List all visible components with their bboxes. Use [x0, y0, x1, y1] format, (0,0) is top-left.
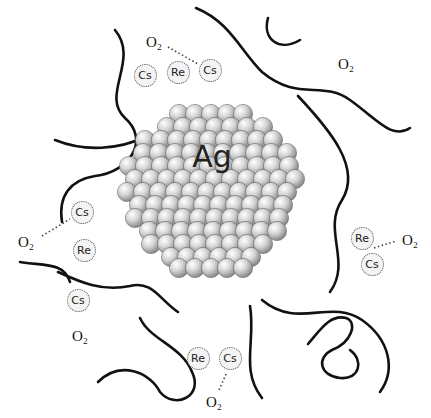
dotted-bond [219, 372, 227, 390]
silver-atom [233, 258, 252, 277]
atom-symbol: Re [171, 67, 185, 78]
polymer-chain [58, 272, 178, 312]
promoter-atom: Re [73, 239, 96, 262]
atom-symbol: Cs [203, 65, 216, 76]
dotted-bond [42, 219, 70, 236]
oxygen-label: O₂ [72, 329, 88, 344]
promoter-atom: Cs [71, 201, 94, 224]
polymer-chains [20, 8, 410, 400]
promoter-atom: Cs [199, 59, 222, 82]
oxygen-label: O₂ [18, 235, 34, 250]
polymer-chain [196, 8, 410, 132]
polymer-chain [98, 318, 195, 400]
atom-symbol: Cs [71, 295, 84, 306]
atom-symbol: Cs [75, 207, 88, 218]
silver-label: Ag [192, 142, 232, 172]
atom-symbol: Re [77, 245, 91, 256]
dotted-bond [374, 241, 396, 248]
promoter-atom: Re [187, 347, 210, 370]
polymer-chain [250, 306, 262, 398]
oxygen-label: O₂ [206, 395, 222, 410]
promoter-atom: Cs [67, 289, 90, 312]
silver-cluster [117, 104, 304, 277]
promoter-atom: Cs [134, 64, 157, 87]
oxygen-label: O₂ [338, 57, 354, 72]
atom-symbol: Re [191, 353, 205, 364]
atom-symbol: Cs [138, 70, 151, 81]
atom-symbol: Cs [365, 259, 378, 270]
promoter-atom: Re [167, 61, 190, 84]
polymer-chain [298, 96, 348, 292]
polymer-chain [262, 300, 389, 392]
o2-bonds [42, 47, 396, 390]
promoter-atom: Cs [219, 347, 242, 370]
polymer-chain [308, 317, 358, 378]
atom-symbol: Cs [223, 353, 236, 364]
polymer-chain [61, 30, 136, 222]
polymer-chain [20, 262, 70, 282]
promoter-atom: Re [351, 227, 374, 250]
oxygen-label: O₂ [146, 35, 162, 50]
atom-symbol: Re [355, 233, 369, 244]
polymer-chain [55, 136, 148, 148]
polymer-chain [267, 18, 300, 45]
promoter-atom: Cs [361, 253, 384, 276]
oxygen-label: O₂ [402, 233, 418, 248]
